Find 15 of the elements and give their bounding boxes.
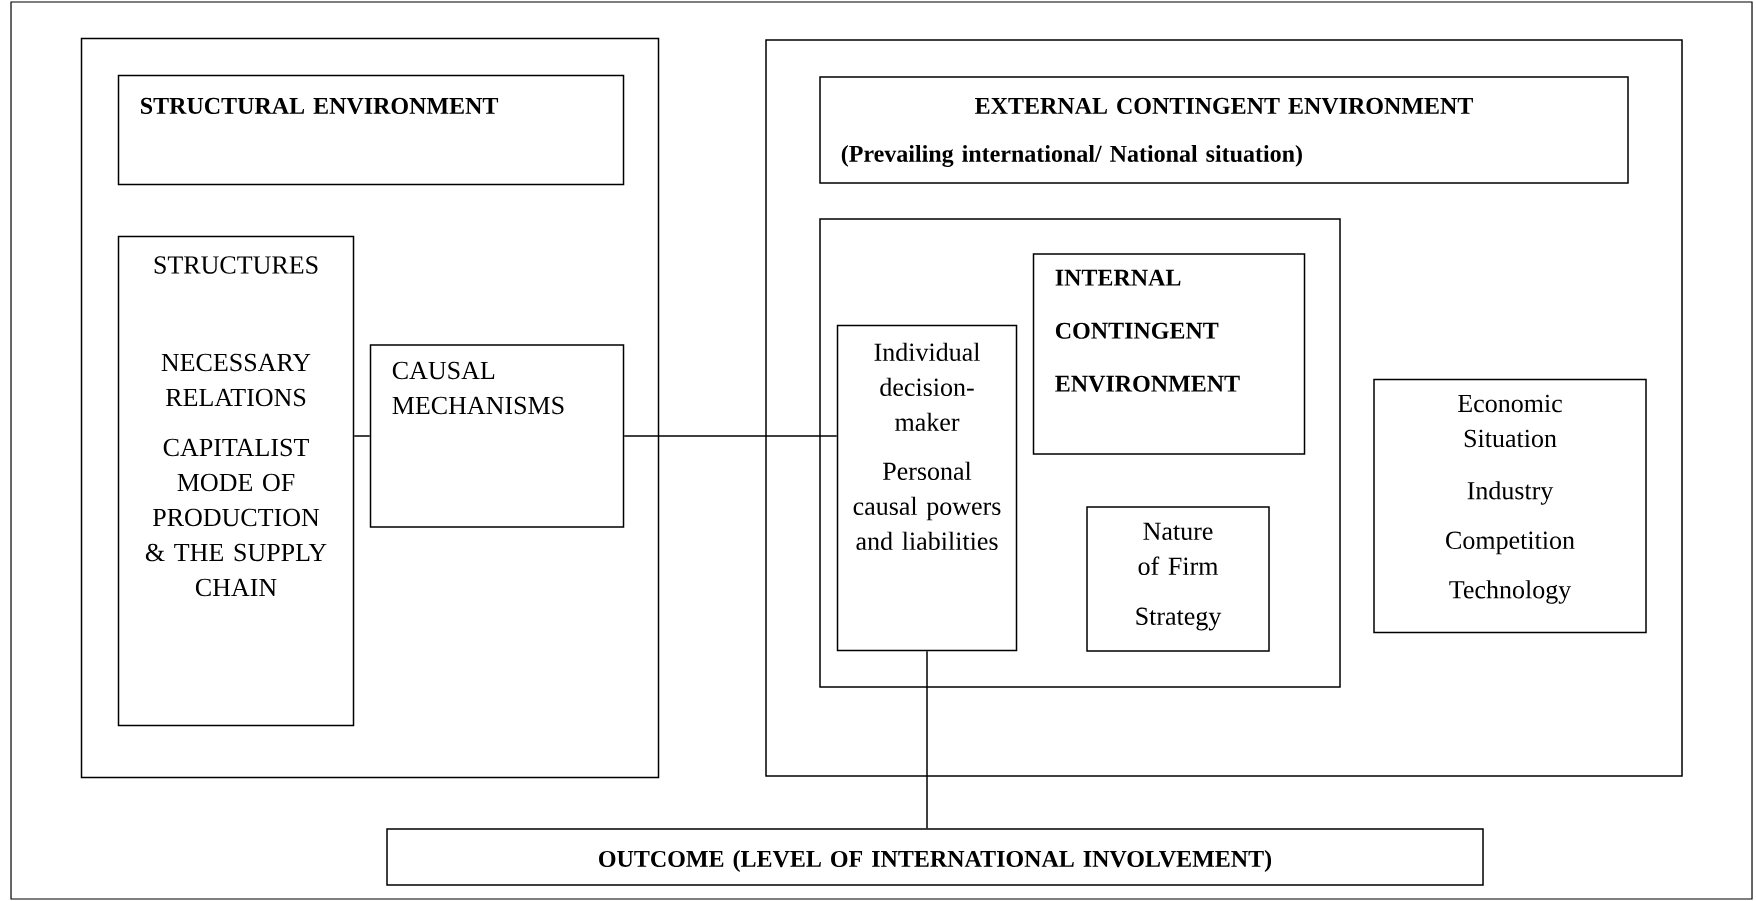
connector-line [926, 650, 928, 829]
frame-box [80, 37, 660, 779]
connector-line [623, 435, 838, 437]
connector-line [353, 435, 371, 437]
text-box: OUTCOME (LEVEL OF INTERNATIONAL INVOLVEMENT) [386, 828, 1484, 886]
text-box: CAUSAL MECHANISMS [369, 344, 625, 528]
text-box: STRUCTURAL ENVIRONMENT [117, 74, 625, 186]
text-box: EXTERNAL CONTINGENT ENVIRONMENT (Prevailing international/ National situation) [819, 76, 1629, 184]
text-box: Nature of Firm Strategy [1086, 506, 1270, 652]
frame-box [765, 39, 1683, 777]
text-box: INTERNAL CONTINGENT ENVIRONMENT [1032, 253, 1306, 455]
text-box: STRUCTURES NECESSARY RELATIONS CAPITALIST MODE OF PRODUCTION & THE SUPPLY CHAIN [117, 235, 355, 727]
frame-box [819, 218, 1341, 688]
text-box: Individual decision-maker Personal causal powers and liabilities [836, 324, 1018, 652]
text-box: Economic Situation Industry Competition Technology [1373, 378, 1647, 634]
